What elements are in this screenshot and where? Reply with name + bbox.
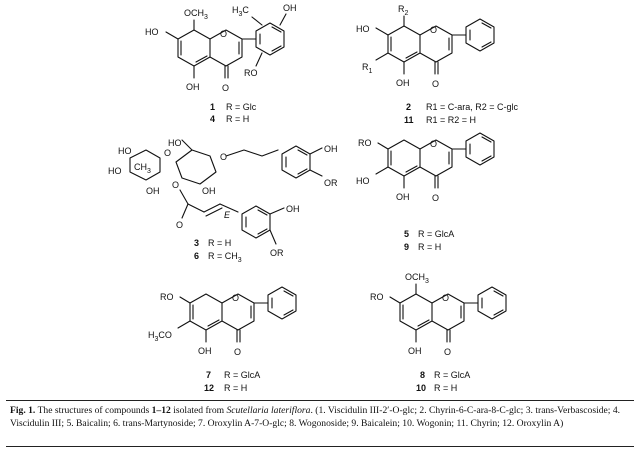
compound-r-3: R = H [208,238,231,248]
structure-7-12: O O RO H3CO OH 7 R = GlcA 12 R = H [148,286,297,393]
caption-text-b: isolated from [173,405,225,416]
compound-number-8: 8 [420,370,425,380]
hydroxy-label: OH [324,144,338,154]
structure-2-11: O O R2 HO R1 OH 2 R1 = C-ara, R2 = C-glc… [356,4,519,125]
or-label: OR [270,248,284,258]
carbonyl-oxygen-label: O [234,347,241,357]
compound-number-4: 4 [210,114,215,124]
carbonyl-oxygen-label: O [432,193,439,203]
compound-number-7: 7 [206,370,211,380]
hydroxy-label: OH [396,192,410,202]
compound-number-3: 3 [194,238,199,248]
ro-label: RO [358,138,372,148]
glycosidic-oxygen-label: O [164,148,171,158]
methyl-label: CH3 [134,162,151,175]
ring-oxygen-label: O [442,293,449,303]
methoxy-label: H3C [232,5,249,18]
hydroxy-label: OH [408,346,422,356]
hydroxy-label: OH [283,3,297,13]
ring-oxygen-label: O [430,25,437,35]
structure-8-10: O O OCH3 RO OH 8 R = GlcA 10 R = H [370,272,507,393]
compound-r-2: R1 = C-ara, R2 = C-glc [426,102,519,112]
ring-oxygen-label: O [220,29,227,39]
hydroxy-label: HO [118,146,132,156]
carbonyl-oxygen-label: O [432,79,439,89]
ester-oxygen-label: O [172,180,179,190]
ro-label: RO [244,68,258,78]
hydroxy-label: OH [286,204,300,214]
compound-r-10: R = H [434,383,457,393]
compound-number-2: 2 [406,102,411,112]
caption-range: 1–12 [151,405,171,416]
ro-label: RO [160,292,174,302]
caption-species: Scutellaria lateriflora [226,405,311,416]
hydroxy-label: HO [145,27,159,37]
compound-r-1: R = Glc [226,102,257,112]
ro-label: RO [370,292,384,302]
methoxy-label: H3CO [148,330,172,343]
structure-3-6: HO CH3 HO OH O HO O OH O OH OR O E OH OR… [108,138,338,264]
caption-text-c: . (1. Viscidulin III-2′-O-glc; 2. Chyrin… [10,405,621,429]
carbonyl-oxygen-label: O [222,83,229,93]
methoxy-label: OCH3 [405,272,429,285]
compound-r-5: R = GlcA [418,229,454,239]
figure-caption: Fig. 1. The structures of compounds 1–12… [10,404,630,430]
or-label: OR [324,178,338,188]
e-geometry-label: E [224,210,231,220]
compound-r-12: R = H [224,383,247,393]
compound-number-11: 11 [404,115,414,125]
compound-r-11: R1 = R2 = H [426,115,476,125]
carbonyl-oxygen-label: O [176,220,183,230]
hydroxy-label: HO [108,166,122,176]
caption-text-a: The structures of compounds [37,405,150,416]
methoxy-label: OCH3 [184,8,208,21]
compound-r-7: R = GlcA [224,370,260,380]
hydroxy-label: HO [356,24,370,34]
compound-number-10: 10 [416,383,426,393]
hydroxy-label: OH [198,346,212,356]
compound-r-6: R = CH3 [208,251,242,264]
compound-number-1: 1 [210,102,215,112]
hydroxy-label: OH [396,78,410,88]
r2-label: R2 [398,4,409,17]
ring-oxygen-label: O [220,152,227,162]
hydroxy-label: HO [168,138,182,148]
compound-r-8: R = GlcA [434,370,470,380]
hydroxy-label: OH [202,186,216,196]
compound-number-5: 5 [404,229,409,239]
caption-top-rule [6,400,634,401]
ring-oxygen-label: O [430,139,437,149]
compound-r-4: R = H [226,114,249,124]
r1-label: R1 [362,62,373,75]
hydroxy-label: HO [356,176,370,186]
caption-label: Fig. 1. [10,405,36,416]
ring-oxygen-label: O [232,293,239,303]
structure-1-4: O O OCH3 HO OH H3C OH RO 1 R = Glc 4 R =… [145,3,297,124]
compound-number-9: 9 [404,242,409,252]
hydroxy-label: OH [186,82,200,92]
compound-r-9: R = H [418,242,441,252]
hydroxy-label: OH [146,186,160,196]
caption-bottom-rule [6,446,634,447]
carbonyl-oxygen-label: O [444,347,451,357]
structure-5-9: O O RO HO OH 5 R = GlcA 9 R = H [356,132,495,252]
compound-number-12: 12 [204,383,214,393]
compound-number-6: 6 [194,251,199,261]
